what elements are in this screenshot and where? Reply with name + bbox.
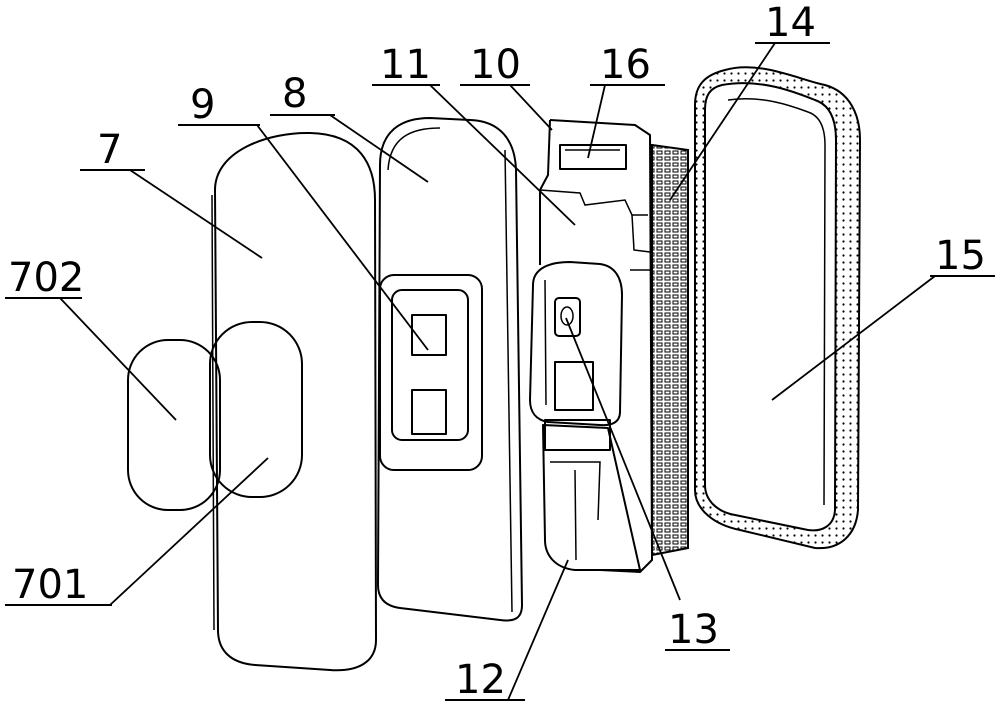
- label-16: 16: [600, 42, 651, 88]
- label-7: 7: [97, 127, 122, 173]
- leader-11: [430, 85, 575, 225]
- part-14-seal: [652, 145, 688, 555]
- leader-10: [510, 85, 552, 130]
- part-16-slot: [560, 145, 626, 169]
- part-7-cover: [212, 133, 376, 670]
- part-15-backcover: [695, 67, 860, 548]
- part-702-pad: [128, 340, 220, 510]
- label-11: 11: [380, 42, 431, 88]
- label-8: 8: [282, 71, 307, 117]
- label-14: 14: [765, 0, 816, 46]
- label-9: 9: [190, 82, 215, 128]
- label-15: 15: [935, 233, 986, 279]
- label-12: 12: [455, 657, 506, 703]
- label-701: 701: [12, 562, 88, 608]
- part-9-window: [380, 275, 482, 470]
- leader-12: [508, 560, 568, 700]
- label-10: 10: [470, 42, 521, 88]
- label-702: 702: [8, 255, 84, 301]
- part-10-frame: [540, 120, 652, 572]
- part-12-block: [543, 420, 640, 570]
- part-701-pad: [210, 322, 302, 497]
- leader-9: [257, 125, 428, 350]
- leader-701: [110, 458, 268, 605]
- leader-702: [60, 298, 176, 420]
- part-8-housing: [378, 118, 522, 620]
- leader-7: [130, 170, 262, 258]
- label-13: 13: [668, 607, 719, 653]
